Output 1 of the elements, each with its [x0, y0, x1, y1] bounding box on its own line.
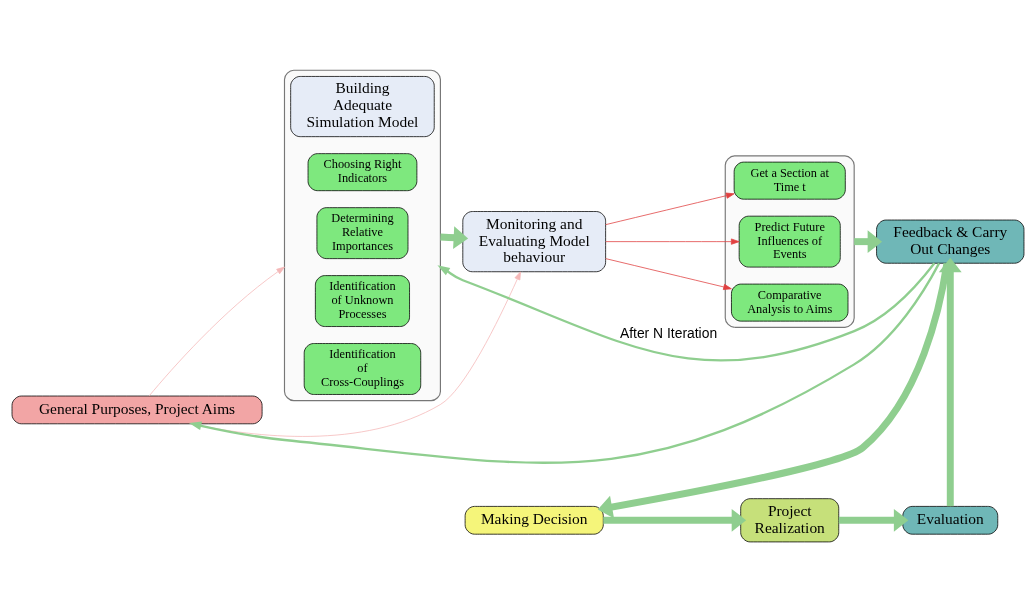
edge-label: After N Iteration: [619, 325, 718, 342]
